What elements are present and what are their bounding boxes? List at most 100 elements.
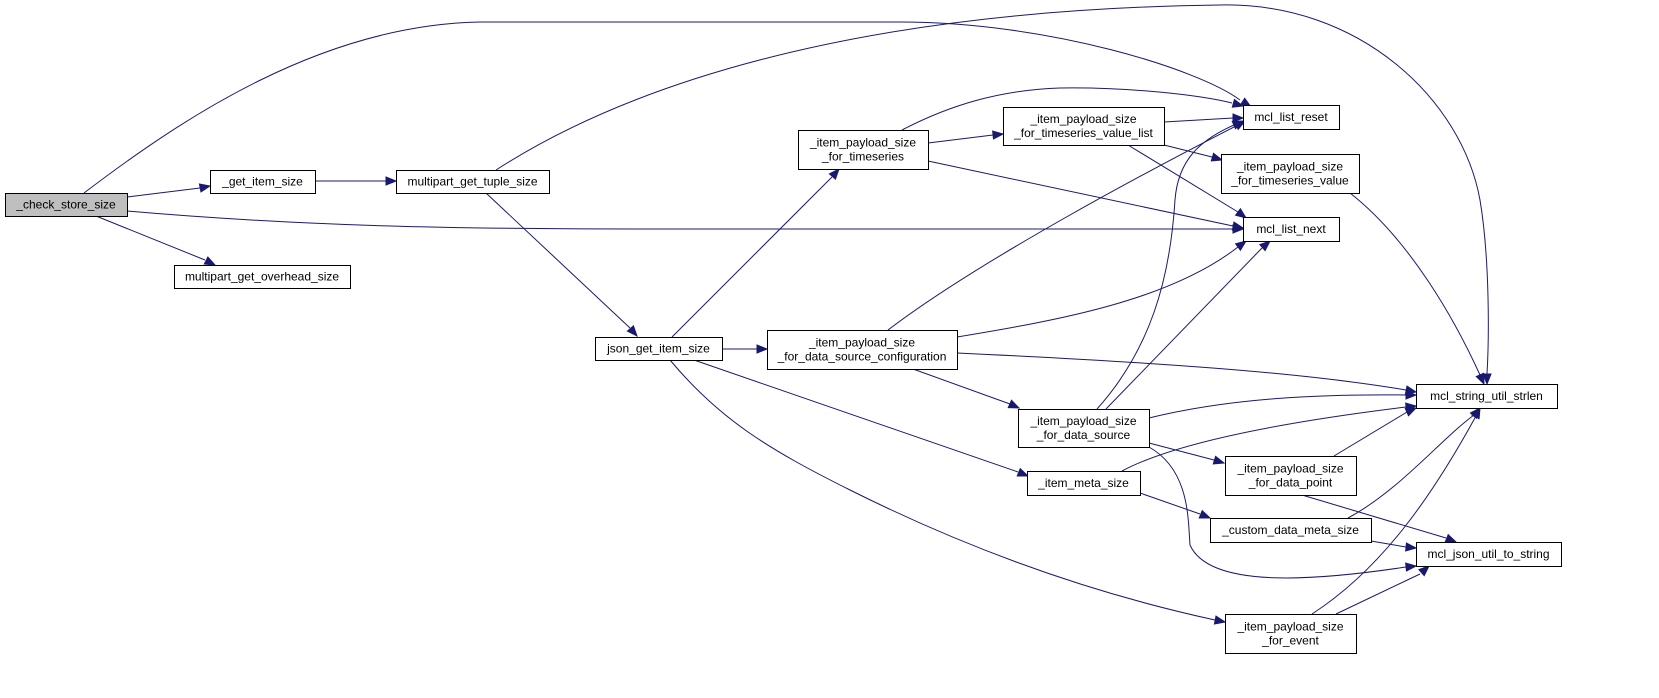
node-box <box>767 330 958 370</box>
node-label: _for_timeseries <box>821 150 904 164</box>
node-label: json_get_item_size <box>606 342 710 356</box>
node-label: _item_payload_size <box>1236 620 1343 634</box>
node-multipart_get_tuple_size[interactable]: multipart_get_tuple_size <box>396 170 550 194</box>
node-label: _for_data_point <box>1248 476 1333 490</box>
node-label: _for_timeseries_value_list <box>1013 126 1153 140</box>
edge-line <box>956 246 1239 338</box>
edge-line <box>1096 124 1235 410</box>
node-ips_ds[interactable]: _item_payload_size_for_data_source <box>1018 409 1150 448</box>
node-mcl_list_next[interactable]: mcl_list_next <box>1243 217 1340 242</box>
arrowhead-icon <box>1234 240 1248 252</box>
edge-ips_ds-to-mcl_list_reset <box>1096 120 1245 410</box>
node-mcl_json_util_to_string[interactable]: mcl_json_util_to_string <box>1416 542 1562 567</box>
node-check_store_size[interactable]: _check_store_size <box>5 193 128 217</box>
arrowhead-icon <box>1212 455 1226 465</box>
arrowhead-icon <box>1231 221 1245 231</box>
edge-line <box>1148 394 1407 419</box>
node-ips_dp[interactable]: _item_payload_size_for_data_point <box>1225 456 1357 496</box>
edge-line <box>485 192 631 329</box>
edge-line <box>1121 406 1407 472</box>
node-label: _for_data_source_configuration <box>777 350 947 364</box>
arrowhead-icon <box>1234 207 1248 219</box>
node-label: _item_payload_size <box>808 336 915 350</box>
node-mcl_string_util_strlen[interactable]: mcl_string_util_strlen <box>1416 384 1558 409</box>
edge-ips_timeseries-to-mcl_list_reset <box>901 87 1245 131</box>
node-box <box>595 337 723 361</box>
node-label: multipart_get_tuple_size <box>407 175 537 189</box>
node-ips_tvl[interactable]: _item_payload_size_for_timeseries_value_… <box>1003 107 1165 146</box>
edge-line <box>1163 117 1234 123</box>
edge-item_meta_size-to-custom_data_meta_size <box>1139 492 1212 519</box>
node-get_item_size[interactable]: _get_item_size <box>210 170 316 194</box>
edge-line <box>95 215 206 261</box>
node-label: _item_payload_size <box>1236 462 1343 476</box>
node-multipart_get_overhead_size[interactable]: multipart_get_overhead_size <box>174 265 351 289</box>
edge-ips_tvl-to-mcl_list_reset <box>1163 113 1245 123</box>
edge-line <box>1311 415 1477 615</box>
edge-ips_ds-to-mcl_list_next <box>1105 240 1272 410</box>
node-box <box>396 170 550 194</box>
arrowhead-icon <box>1210 152 1224 162</box>
edge-ips_dsc-to-mcl_list_next <box>956 240 1248 338</box>
edge-custom_data_meta_size-to-mcl_json_util_to_string <box>1370 540 1418 552</box>
edge-check_store_size-to-multipart_get_overhead_size <box>95 215 217 266</box>
node-box <box>1243 217 1340 242</box>
edge-multipart_get_tuple_size-to-mcl_string_util_strlen <box>495 4 1492 386</box>
edge-ips_ds-to-mcl_json_util_to_string <box>1148 446 1418 579</box>
arrowhead-icon <box>992 130 1005 140</box>
node-label: mcl_string_util_strlen <box>1430 389 1543 403</box>
node-box <box>1210 518 1372 543</box>
edge-line <box>1105 247 1263 410</box>
node-mcl_list_reset[interactable]: mcl_list_reset <box>1243 105 1340 130</box>
edge-json_get_item_size-to-item_meta_size <box>693 359 1030 477</box>
edge-line <box>1370 540 1407 548</box>
node-box <box>1018 409 1150 448</box>
node-label: _for_data_source <box>1036 428 1131 442</box>
edge-line <box>495 4 1489 375</box>
edge-custom_data_meta_size-to-mcl_string_util_strlen <box>1347 406 1481 519</box>
arrowhead-icon <box>756 344 769 354</box>
node-box <box>1003 107 1165 146</box>
edge-get_item_size-to-multipart_get_tuple_size <box>315 176 398 186</box>
node-ips_event[interactable]: _item_payload_size_for_event <box>1225 614 1357 654</box>
node-label: _item_payload_size <box>1029 112 1136 126</box>
node-label: _item_meta_size <box>1037 476 1129 490</box>
node-json_get_item_size[interactable]: json_get_item_size <box>595 337 723 361</box>
node-label: _item_payload_size <box>1236 160 1343 174</box>
arrowhead-icon <box>1405 562 1418 572</box>
nodes-layer: _check_store_size _get_item_size multipart… <box>5 105 1562 654</box>
node-box <box>1225 456 1357 496</box>
edge-json_get_item_size-to-ips_event <box>669 359 1227 625</box>
arrowhead-icon <box>1475 372 1485 386</box>
arrowhead-icon <box>1231 98 1245 108</box>
node-box <box>1221 154 1360 194</box>
edge-ips_timeseries-to-ips_tvl <box>927 130 1005 144</box>
edge-line <box>927 134 994 144</box>
node-custom_data_meta_size[interactable]: _custom_data_meta_size <box>1210 518 1372 543</box>
edge-line <box>671 176 833 338</box>
node-box <box>210 170 316 194</box>
arrowhead-icon <box>1007 399 1021 409</box>
node-box <box>1416 384 1558 409</box>
node-label: _for_event <box>1261 634 1319 648</box>
edge-ips_dsc-to-mcl_string_util_strlen <box>956 352 1418 395</box>
arrowhead-icon <box>1231 120 1245 130</box>
node-label: mcl_json_util_to_string <box>1427 547 1549 561</box>
node-label: multipart_get_overhead_size <box>185 270 339 284</box>
edge-json_get_item_size-to-ips_dsc <box>722 344 769 354</box>
arrowhead-icon <box>1404 407 1418 417</box>
node-ips_timeseries[interactable]: _item_payload_size_for_timeseries <box>798 130 929 170</box>
edge-multipart_get_tuple_size-to-json_get_item_size <box>485 192 638 338</box>
node-ips_dsc[interactable]: _item_payload_size_for_data_source_confi… <box>767 330 958 370</box>
edge-line <box>912 368 1011 405</box>
arrowhead-icon <box>1471 406 1481 420</box>
node-label: _item_payload_size <box>1029 414 1136 428</box>
node-item_meta_size[interactable]: _item_meta_size <box>1027 471 1141 496</box>
edge-line <box>927 160 1234 227</box>
edge-line <box>1349 192 1481 376</box>
edge-ips_ds-to-ips_dp <box>1148 442 1226 465</box>
edge-check_store_size-to-get_item_size <box>126 183 212 198</box>
node-ips_tv[interactable]: _item_payload_size_for_timeseries_value <box>1221 154 1360 194</box>
edge-line <box>669 359 1216 621</box>
